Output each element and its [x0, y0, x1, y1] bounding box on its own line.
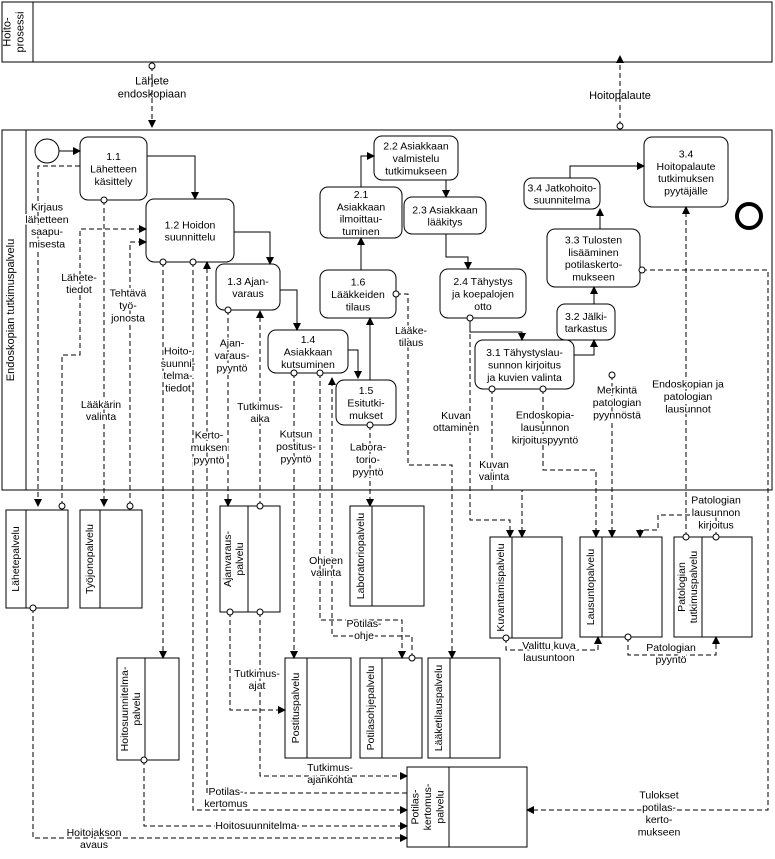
service-label: Lähetepalvelu [10, 526, 22, 592]
lane-endoskopia-label: Endoskopian tutkimuspalvelu [5, 239, 17, 381]
process-step-s32: 3.2 Jälki-tarkastus [556, 303, 616, 341]
service-postitus: Postituspalvelu [284, 657, 352, 759]
service-label: Ajanvaraus-palvelu [222, 530, 246, 587]
service-lahete: Lähetepalvelu [5, 509, 69, 609]
flow-label-laaketilaus: Lääke-tilaus [395, 325, 428, 349]
service-label: Potilasohjepalvelu [365, 666, 377, 751]
flow-label-lahetetiedot: Lähete-tiedot [61, 272, 97, 296]
care-feedback-label: Hoitopalaute [589, 90, 651, 102]
service-potilasohje: Potilasohjepalvelu [359, 657, 423, 759]
start-event [34, 138, 60, 164]
lane-hoitoprosessi-label: Hoito-prosessi [2, 12, 27, 53]
service-label: Kuvantamispalvelu [495, 543, 507, 631]
process-step-label: 3.4 Jatkohoito-suunnitelma [528, 182, 597, 206]
service-label: Lääketilauspalvelu [433, 665, 445, 752]
flow-label-tutkimusajat: Tutkimus-ajat [234, 668, 280, 692]
service-label: Hoitosuunnitelma-palvelu [119, 666, 143, 751]
service-kuvantamis: Kuvantamispalvelu [489, 536, 563, 639]
process-step-s13: 1.3 Ajan-varaus [215, 263, 281, 311]
service-laboratorio: Laboratoriopalvelu [349, 505, 425, 607]
flow-label-laboratoriopyynto: Labora-torio-pyyntö [350, 441, 387, 478]
service-label: Potilas-kertomus-palvelu [409, 783, 446, 830]
service-label: Laboratoriopalvelu [355, 513, 367, 600]
service-patologia: Patologiantutkimuspalvelu [673, 536, 753, 638]
lane-endoskopia: Endoskopian tutkimuspalvelu [1, 129, 773, 491]
lane-hoitoprosessi: Hoito-prosessi [1, 1, 773, 63]
flow-label-potilaskertomus: Potilas-kertomus [204, 786, 247, 810]
service-laakeTilaus: Lääketilauspalvelu [427, 657, 501, 759]
service-label: Patologiantutkimuspalvelu [676, 551, 700, 624]
flow-care-feedback: Hoitopalaute [589, 55, 651, 130]
service-lausunto: Lausuntopalvelu [579, 536, 663, 638]
service-label: Lausuntopalvelu [585, 549, 597, 626]
service-label: Postituspalvelu [290, 673, 302, 744]
process-step-label: 1.3 Ajan-varaus [227, 276, 269, 300]
process-step-label: 3.2 Jälki-tarkastus [565, 311, 608, 335]
information-flows [29, 165, 769, 842]
control-flows [59, 147, 645, 380]
end-event [735, 202, 763, 230]
service-ajanvaraus: Ajanvaraus-palvelu [219, 505, 281, 613]
flow-label-hoitosuunnitelma: Hoitosuunnitelma [215, 820, 296, 832]
flow-label-ajanvarauspyynto: Ajan-varaus-pyyntö [214, 337, 250, 374]
service-label: Työjonopalvelu [84, 524, 96, 594]
flow-label-potilasohje: Potilas-ohje [346, 618, 382, 642]
process-step-s34a: 3.4 Jatkohoito-suunnitelma [523, 177, 601, 210]
service-tyojono: Työjonopalvelu [79, 509, 143, 609]
service-hoitosuunnitelma: Hoitosuunnitelma-palvelu [116, 657, 180, 761]
flow-label-tutkimusaika: Tutkimus-aika [237, 401, 283, 425]
service-potilaskertomus: Potilas-kertomus-palvelu [406, 766, 528, 848]
flow-label-tutkimusajankohta: Tutkimus-ajankohta [307, 762, 353, 786]
flow-label-hoitosuunnitelmatiedot: Hoito-suunni-telma-tiedot [161, 345, 196, 394]
